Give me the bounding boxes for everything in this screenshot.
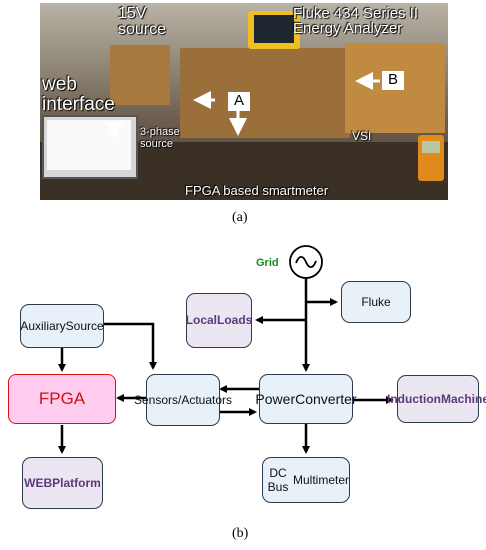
label-three-phase-line1: 3-phase [140,126,180,138]
source-panel [110,45,170,105]
fpga-label: FPGA [38,388,86,408]
caption-b: (b) [232,526,249,541]
induction-machine-line2: Machine [441,391,486,406]
power-converter-line1: Power [255,390,296,407]
dc-bus-multimeter-line2: Multimeter [292,472,349,487]
label-fluke-line2: Energy Analyzer [293,20,403,37]
local-loads-node: Local Loads [186,293,252,348]
label-vsi: VSI [352,129,372,143]
callout-b: B [382,71,405,90]
auxiliary-source-node: Auxiliary Source [20,304,104,348]
fpga-node: FPGA [8,374,116,424]
induction-machine-node: Induction Machine [387,375,486,423]
dc-bus-multimeter-node: DC Bus Multimeter [262,457,350,503]
label-fpga-smartmeter: FPGA based smartmeter [185,183,329,198]
web-platform-node: WEB Platform [22,457,103,509]
label-15v-source-line2: source [118,21,167,38]
label-web-interface-line2: interface [42,94,115,115]
sensors-actuators-node: Sensors/ Actuators [134,374,232,426]
power-converter-line2: Converter [295,390,357,407]
induction-machine-line1: Induction [387,391,441,406]
local-loads-line2: Loads [217,313,253,328]
auxiliary-source-line2: Source [65,318,104,333]
analyzer-screen [254,15,294,43]
local-loads-line1: Local [185,313,217,328]
grid-label: Grid [256,257,279,269]
power-converter-node: Power Converter [255,374,357,424]
fluke-node: Fluke [341,281,411,323]
web-platform-line2: Platform [52,475,101,490]
auxiliary-source-line1: Auxiliary [20,318,66,333]
web-platform-line1: WEB [24,475,53,490]
sine-wave-icon [295,255,317,269]
lab-setup-photo: 15V source Fluke 434 Series II Energy An… [40,3,448,200]
sensors-actuators-line2: Actuators [181,392,233,407]
callout-a: A [228,92,251,111]
multimeter-screen [422,141,440,153]
photo-arrows [106,72,380,140]
label-three-phase-line2: source [140,138,174,150]
label-web-interface-line1: web [42,74,77,95]
sensors-actuators-line1: Sensors/ [133,392,182,407]
fluke-label: Fluke [361,294,391,309]
caption-a: (a) [232,210,248,225]
label-15v-source-line1: 15V [118,5,147,22]
aux-to-sensors-arrow [104,322,157,370]
dc-bus-multimeter-line1: DC Bus [267,465,289,494]
label-fluke-line1: Fluke 434 Series II [293,5,419,22]
